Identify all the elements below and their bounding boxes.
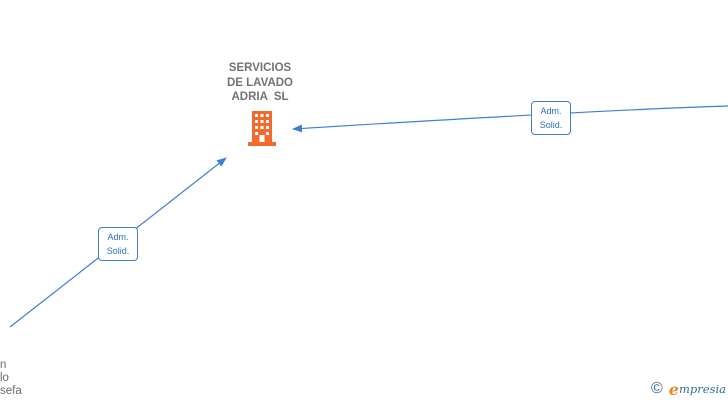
edge-label-right[interactable]: Adm. Solid. <box>531 101 571 135</box>
copyright-icon: © <box>651 380 663 397</box>
edge-label-role: Adm. <box>107 232 129 242</box>
edge-label-left[interactable]: Adm. Solid. <box>98 227 138 261</box>
brand-logo-text: mpresia <box>678 382 726 396</box>
edge-label-role: Adm. <box>540 106 562 116</box>
edge-label-type: Solid. <box>106 246 130 256</box>
building-icon[interactable] <box>246 111 278 146</box>
company-name[interactable]: SERVICIOS DE LAVADO ADRIA SL <box>200 61 320 105</box>
empresia-logo: © e mpresia <box>651 379 726 399</box>
person-name-partial[interactable]: n lo sefa <box>0 359 30 398</box>
company-name-line-3: ADRIA SL <box>231 91 289 103</box>
brand-logo-initial: e <box>668 379 679 399</box>
person-name-line-3: sefa <box>0 385 22 397</box>
edge-right-to-company <box>292 105 728 133</box>
edge-label-type: Solid. <box>539 120 563 130</box>
person-name-line-1: n <box>0 359 7 371</box>
company-name-line-2: DE LAVADO <box>226 76 294 89</box>
person-name-line-2: lo <box>0 372 9 384</box>
company-name-line-1: SERVICIOS <box>228 62 292 74</box>
